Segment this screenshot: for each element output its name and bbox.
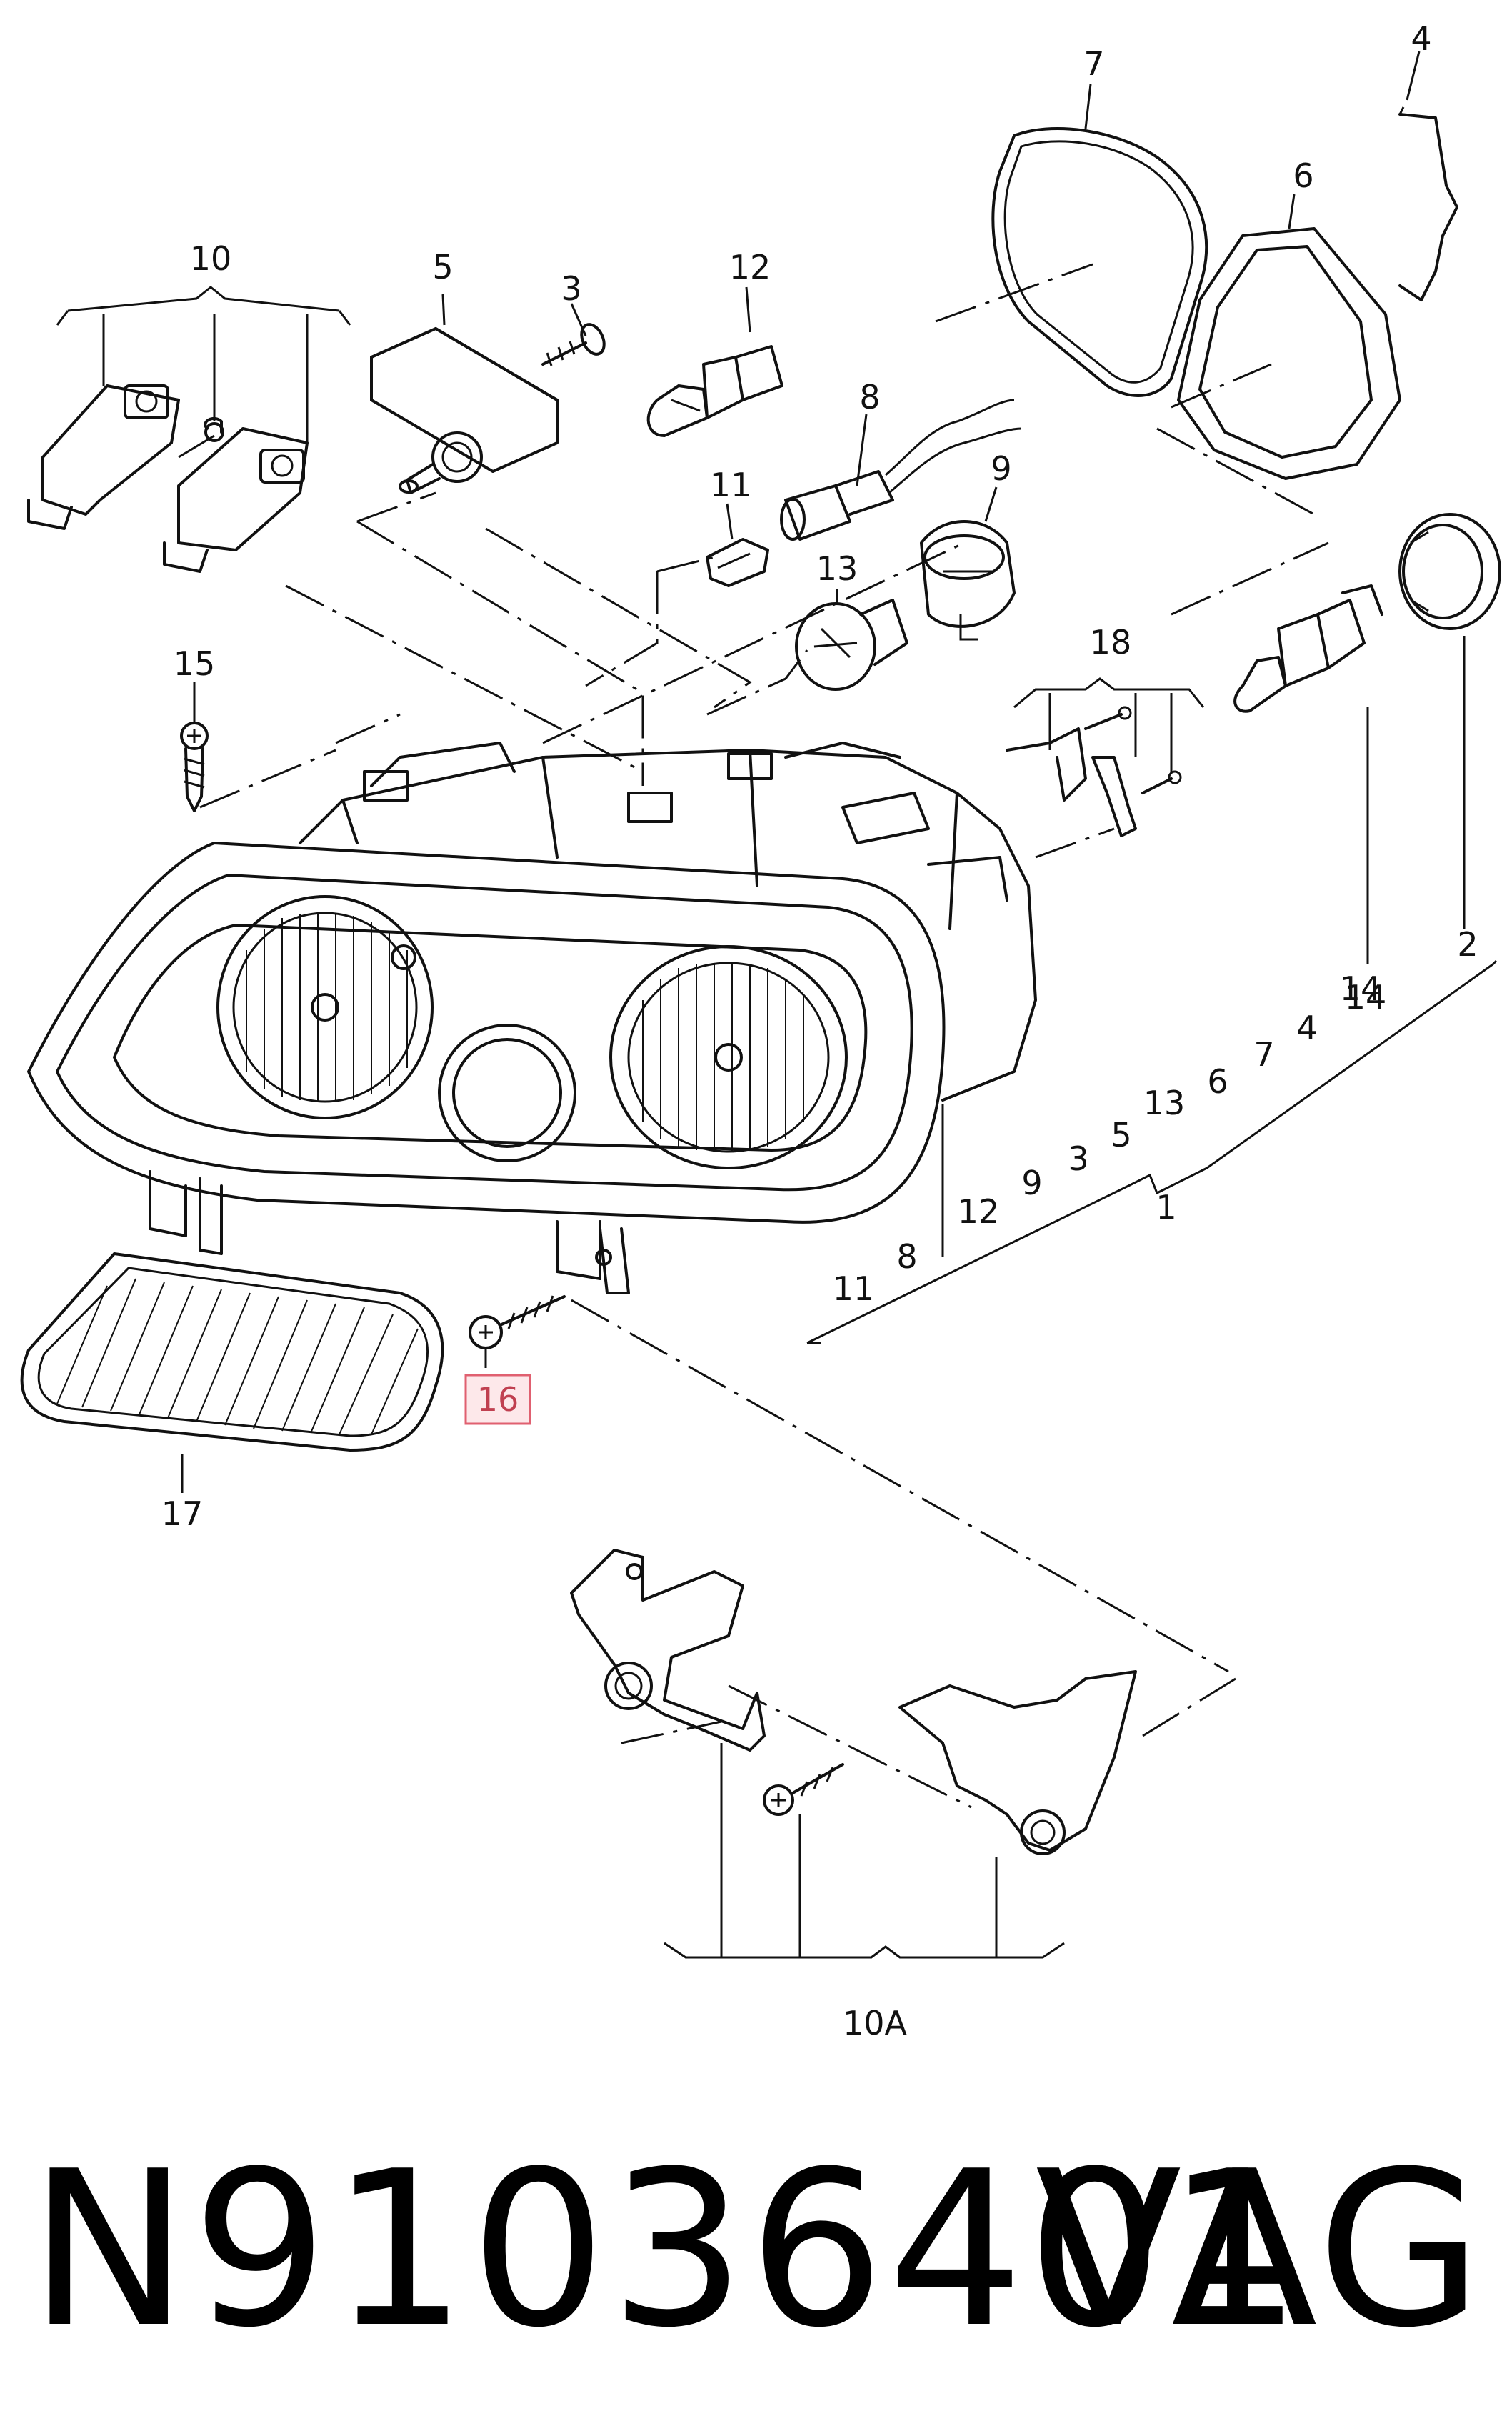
callout-6: 6	[1293, 156, 1313, 195]
part-9-socket	[920, 520, 1016, 641]
callout-labels: 1 2 3 4 5 6 7 8 9 10 10A 11 12 13 14 15 …	[161, 19, 1478, 2042]
part-8-socket-wiring	[780, 399, 1022, 541]
part-7-seal	[991, 127, 1208, 397]
part-16-screw	[469, 1295, 566, 1349]
part-5-range-motor	[370, 327, 559, 494]
callout-8: 8	[859, 378, 880, 416]
part-10-adjuster-brackets	[27, 384, 309, 573]
brand-name: VAG	[1035, 2125, 1486, 2375]
group-list-item: 4	[1296, 1009, 1317, 1047]
headlight-housing	[27, 742, 1037, 1294]
group-list-item: 9	[1021, 1164, 1042, 1202]
group-list-item: 13	[1143, 1084, 1186, 1122]
part-13-bulb	[795, 599, 908, 691]
left-reflector-hatching	[246, 913, 408, 1102]
callout-7: 7	[1083, 44, 1104, 83]
callout-9: 9	[991, 449, 1011, 488]
group-list-item: 8	[896, 1237, 917, 1276]
callout-11: 11	[710, 466, 752, 504]
part-14-bulb	[1233, 584, 1383, 713]
callout-1: 1	[1156, 1188, 1176, 1227]
group-list-item: 11	[833, 1269, 875, 1308]
part-18-clips	[1006, 706, 1182, 837]
callout-15: 15	[174, 644, 216, 683]
group-list-item: 5	[1111, 1116, 1131, 1154]
part-2-retaining-ring	[1398, 513, 1501, 630]
callout-2: 2	[1457, 925, 1478, 964]
part-10a-mounting-brackets	[570, 1549, 1137, 1855]
group-list-item: 14	[1340, 969, 1382, 1008]
callout-16-highlight: 16	[464, 1374, 531, 1425]
cover-panel-hatching	[56, 1278, 419, 1435]
part-4-spring-clip	[1398, 106, 1458, 301]
leader-lines	[56, 51, 1498, 1959]
callout-4: 4	[1411, 19, 1431, 58]
callout-18: 18	[1090, 623, 1132, 662]
group-list-item: 12	[958, 1192, 1000, 1231]
footer: N91036401 VAG	[29, 2136, 1486, 2365]
assembly-guide-lines	[199, 263, 1329, 1809]
callout-10a: 10A	[843, 2004, 908, 2042]
callout-17: 17	[161, 1494, 204, 1533]
part-6-cap	[1177, 227, 1401, 480]
callout-14: 14	[1345, 978, 1387, 1017]
right-reflector-hatching	[642, 963, 804, 1152]
group-list-right: 13 674 14	[1143, 969, 1382, 1122]
group-list-item: 6	[1207, 1062, 1228, 1101]
part-number: N91036401	[29, 2125, 1306, 2375]
part-17-cover-panel	[20, 1252, 444, 1452]
group-list-item: 3	[1068, 1139, 1088, 1178]
callout-5: 5	[432, 248, 453, 286]
part-12-bulb	[646, 345, 783, 437]
part-11-small-bulb	[706, 538, 769, 587]
group-list-item: 7	[1253, 1035, 1274, 1074]
part-3-screw	[541, 323, 606, 366]
callout-16: 16	[477, 1380, 519, 1419]
group-list-left: 11 8 12 935	[833, 1116, 1132, 1308]
callout-12: 12	[729, 248, 771, 286]
callout-10: 10	[190, 239, 232, 278]
part-15-screw	[180, 722, 209, 812]
callout-13: 13	[816, 549, 858, 588]
callout-3: 3	[561, 269, 581, 308]
